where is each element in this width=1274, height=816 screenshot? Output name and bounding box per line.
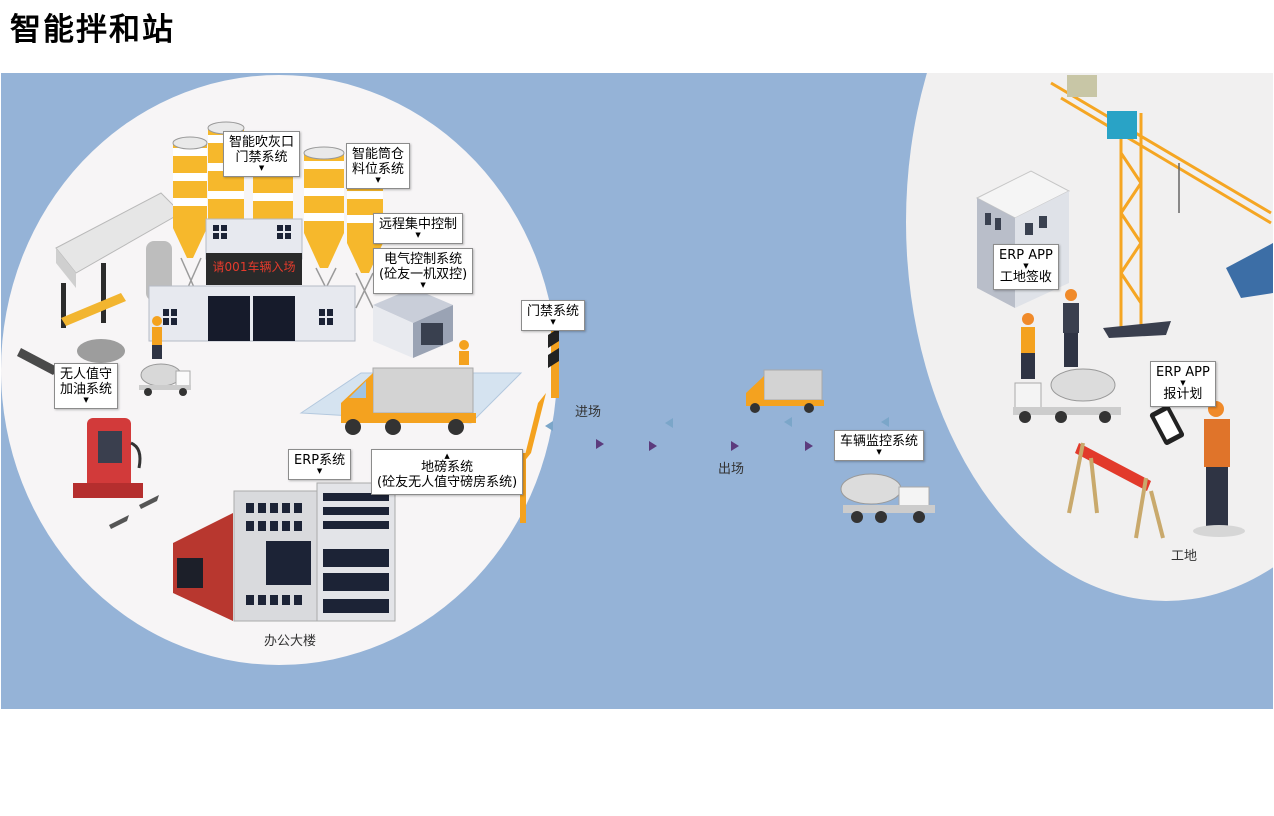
pipe-icon: [17, 348, 59, 375]
entry-arrow-icon: [784, 417, 792, 427]
exit-arrow-icon: [596, 439, 604, 449]
entry-arrow-icon: [665, 418, 673, 428]
box-truck-icon: [341, 367, 476, 435]
diagram-scene: 请001车辆入场 智能吹灰口 门禁系统 ▼ 智能筒仓 料位系统 ▼ 远程集中控制…: [1, 73, 1273, 709]
label-erp-app-sign: ERP APP ▼ 工地签收: [993, 244, 1059, 290]
office-label: 办公大楼: [264, 634, 317, 649]
label-blow-gate: 智能吹灰口 门禁系统 ▼: [223, 131, 301, 177]
mixer-truck-icon: [1013, 368, 1121, 423]
mixing-plant-building-icon: [148, 285, 356, 342]
exit-arrow-icon: [805, 441, 813, 451]
gate-barrier-icon: [520, 328, 559, 523]
crane-base: [1103, 321, 1171, 338]
pointer-icon: ▼: [876, 448, 882, 456]
label-gate-system: 门禁系统 ▼: [521, 300, 586, 331]
fuel-pump-icon: [73, 418, 159, 529]
pointer-icon: ▼: [1180, 379, 1186, 387]
mixer-truck-icon: [840, 473, 935, 523]
label-erp-app-plan: ERP APP ▼ 报计划: [1150, 361, 1216, 407]
pointer-icon: ▼: [1023, 262, 1029, 270]
pointer-icon: ▼: [316, 467, 323, 475]
control-room-icon: [373, 288, 453, 358]
exit-arrow-icon: [649, 441, 657, 451]
worker-icon: [152, 316, 469, 365]
pointer-icon: ▼: [258, 164, 265, 172]
office-building-icon: [173, 482, 396, 622]
tower-crane-icon: [1050, 81, 1272, 328]
pointer-icon: ▼: [420, 281, 426, 289]
label-erp-system: ERP系统 ▼: [288, 449, 352, 480]
site-label: 工地: [1171, 549, 1198, 564]
box-truck-icon: [746, 369, 824, 413]
entry-label: 进场: [575, 405, 602, 420]
rebar-stack-icon: [1226, 243, 1273, 298]
page-title: 智能拌和站: [10, 12, 175, 48]
sand-pile-icon: [77, 339, 125, 363]
label-fuel-station: 无人值守 加油系统 ▼: [54, 363, 119, 409]
entry-arrow-icon: [881, 417, 889, 427]
pointer-icon: ▼: [550, 318, 556, 326]
exit-label: 出场: [718, 462, 745, 477]
illustration: [17, 75, 1273, 622]
pointer-icon: ▼: [375, 176, 381, 184]
pointer-icon: ▼: [415, 231, 421, 239]
pointer-icon: ▼: [83, 396, 89, 404]
entry-arrow-icon: [545, 421, 553, 431]
label-silo-level: 智能筒仓 料位系统 ▼: [346, 143, 411, 189]
phone-icon: [1149, 405, 1185, 445]
label-remote-control: 远程集中控制 ▼: [373, 213, 464, 244]
label-weighbridge: ▲ 地磅系统 (砼友无人值守磅房系统): [371, 449, 524, 495]
crane-counterweight: [1067, 75, 1097, 97]
barricade-icon: [1067, 442, 1165, 539]
label-electric-control: 电气控制系统 (砼友一机双控) ▼: [373, 248, 474, 294]
worker-icon: [1021, 289, 1245, 537]
exit-arrow-icon: [731, 441, 739, 451]
led-display: 请001车辆入场: [207, 257, 301, 278]
mixer-truck-icon: [139, 363, 191, 396]
pointer-up-icon: ▲: [444, 452, 450, 460]
label-vehicle-monitor: 车辆监控系统 ▼: [834, 430, 925, 461]
crane-cabin: [1107, 111, 1137, 139]
